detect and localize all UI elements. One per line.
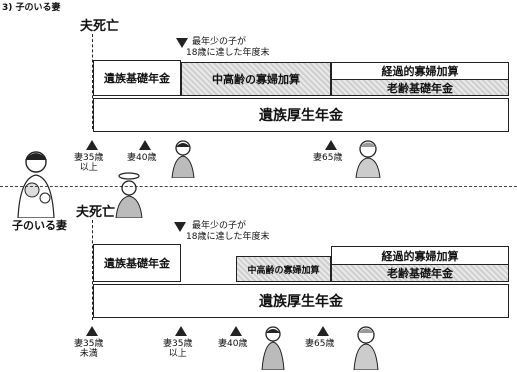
age-marker-icon <box>86 326 98 336</box>
age-marker-icon <box>139 140 151 150</box>
age-label-bottom-2: 妻40歳 <box>218 339 248 349</box>
survivor-employees-pension-box-top: 遺族厚生年金 <box>93 98 509 132</box>
age-marker-icon <box>317 326 329 336</box>
husband-death-label-top: 夫死亡 <box>80 19 120 34</box>
age-label-top-0: 妻35歳以上 <box>74 153 104 174</box>
transitional-widow-addition-label: 経過的寡婦加算 <box>381 65 459 78</box>
middle-aged-widow-addition-label: 中高齢の寡婦加算 <box>212 73 300 86</box>
age-marker-icon <box>325 140 337 150</box>
deceased-husband-illustration <box>115 172 143 218</box>
old-age-basic-pension-box-top: 老齢基礎年金 <box>331 79 509 96</box>
survivor-employees-pension-box-bottom: 遺族厚生年金 <box>93 284 509 318</box>
survivor-employees-pension-label: 遺族厚生年金 <box>259 108 343 124</box>
middle-aged-widow-addition-box-top: 中高齢の寡婦加算 <box>181 62 331 96</box>
age-label-top-2: 妻65歳 <box>313 153 343 163</box>
old-age-basic-pension-label: 老齢基礎年金 <box>387 81 453 95</box>
age-label-bottom-3: 妻65歳 <box>305 339 335 349</box>
youngest-child-marker-top <box>176 38 188 48</box>
survivor-basic-pension-box-bottom: 遺族基礎年金 <box>93 244 181 282</box>
wife-with-child-illustration <box>17 151 55 218</box>
age-label-bottom-0: 妻35歳未満 <box>74 339 104 360</box>
survivor-basic-pension-box-top: 遺族基礎年金 <box>93 60 181 96</box>
survivor-basic-pension-label: 遺族基礎年金 <box>104 72 170 85</box>
age-marker-icon <box>230 326 242 336</box>
wife-age40-illustration <box>171 140 195 178</box>
wife-with-child-label: 子のいる妻 <box>12 219 67 232</box>
death-line-top <box>92 34 93 129</box>
middle-aged-widow-addition-box-bottom: 中高齢の寡婦加算 <box>236 256 331 282</box>
wife-age65-illustration-bottom <box>353 326 379 370</box>
old-age-basic-pension-box-bottom: 老齢基礎年金 <box>331 264 509 282</box>
age-label-bottom-1: 妻35歳以上 <box>163 339 193 360</box>
husband-death-label-bottom: 夫死亡 <box>76 205 116 220</box>
youngest-child-marker-bottom <box>174 222 186 232</box>
age-marker-icon <box>175 326 187 336</box>
death-line-bottom <box>92 220 93 320</box>
age-label-top-1: 妻40歳 <box>127 153 157 163</box>
figure-caption: 3) 子のいる妻 <box>2 3 61 13</box>
wife-age40-illustration-bottom <box>261 326 285 370</box>
age-marker-icon <box>86 140 98 150</box>
marker-note-bottom-line1: 最年少の子が <box>192 221 247 231</box>
marker-note-bottom-line2: 18歳に達した年度末 <box>186 232 270 242</box>
transitional-widow-addition-box-bottom: 経過的寡婦加算 <box>331 246 509 264</box>
marker-note-top-line2: 18歳に達した年度末 <box>186 48 270 58</box>
panel-separator <box>0 186 517 187</box>
wife-age65-illustration <box>355 140 381 178</box>
transitional-widow-addition-box-top: 経過的寡婦加算 <box>331 62 509 79</box>
marker-note-top-line1: 最年少の子が <box>192 37 247 47</box>
